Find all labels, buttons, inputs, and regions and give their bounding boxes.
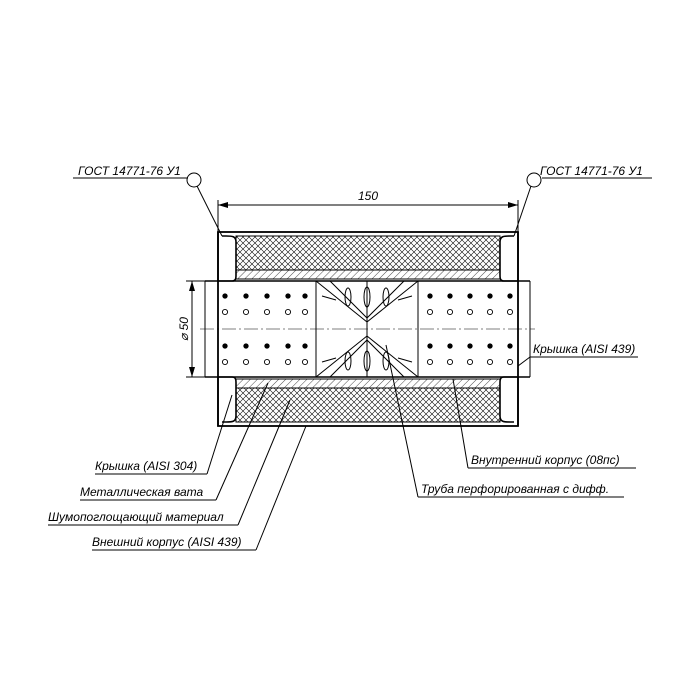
perforation-hole (446, 308, 454, 316)
perforation-holes (221, 293, 514, 366)
perforation-hole (506, 308, 514, 316)
callout-perforated-pipe: Труба перфорированная с дифф. (385, 344, 624, 498)
metal-wool-bottom (235, 378, 501, 389)
callout-perforated-pipe-label: Труба перфорированная с дифф. (421, 482, 609, 496)
perforation-hole (242, 308, 250, 316)
perforation-hole (243, 293, 249, 299)
perforation-hole (446, 358, 454, 366)
dimension-length: 150 (217, 189, 519, 232)
perforation-hole (506, 358, 514, 366)
callout-outer-shell: Внешний корпус (AISI 439) (92, 425, 307, 551)
perforation-hole (486, 358, 494, 366)
perforation-hole (302, 343, 308, 349)
dimension-diameter-label: ⌀ 50 (177, 317, 191, 341)
callout-end-cap-left: Крышка (AISI 304) (95, 394, 233, 475)
standard-right: ГОСТ 14771-76 У1 (540, 164, 643, 178)
perforation-hole (426, 308, 434, 316)
metal-wool-top (235, 269, 501, 280)
dimension-diameter: ⌀ 50 (177, 280, 205, 378)
perforation-hole (301, 308, 309, 316)
dimension-length-label: 150 (358, 189, 378, 203)
perforation-hole (466, 358, 474, 366)
perforation-hole (221, 308, 229, 316)
perforation-hole (427, 293, 433, 299)
callout-end-cap-right: Крышка (AISI 439) (517, 342, 638, 367)
standard-left: ГОСТ 14771-76 У1 (78, 164, 181, 178)
perforation-hole (507, 293, 513, 299)
perforation-hole (427, 343, 433, 349)
perforation-hole (285, 293, 291, 299)
callout-sound-absorbing: Шумопоглощающий материал (48, 399, 291, 526)
perforation-hole (263, 358, 271, 366)
perforation-hole (243, 343, 249, 349)
callout-metal-wool-label: Металлическая вата (80, 485, 204, 499)
perforated-pipe (200, 280, 535, 378)
perforation-hole (426, 358, 434, 366)
perforation-hole (487, 343, 493, 349)
perforation-hole (487, 293, 493, 299)
perforation-hole (285, 343, 291, 349)
perforation-hole (466, 308, 474, 316)
perforation-hole (301, 358, 309, 366)
callout-sound-absorbing-label: Шумопоглощающий материал (48, 510, 224, 524)
sound-absorbing-bottom (235, 387, 501, 423)
callout-end-cap-right-label: Крышка (AISI 439) (533, 342, 635, 356)
perforation-hole (222, 293, 228, 299)
callout-inner-shell-label: Внутренний корпус (08пс) (471, 453, 620, 467)
perforation-hole (264, 343, 270, 349)
sound-absorbing-top (235, 235, 501, 271)
perforation-hole (447, 293, 453, 299)
perforation-hole (264, 293, 270, 299)
perforation-hole (302, 293, 308, 299)
perforation-hole (467, 343, 473, 349)
perforation-hole (467, 293, 473, 299)
perforation-hole (447, 343, 453, 349)
perforation-hole (242, 358, 250, 366)
perforation-hole (284, 308, 292, 316)
perforation-hole (486, 308, 494, 316)
perforation-hole (507, 343, 513, 349)
callout-outer-shell-label: Внешний корпус (AISI 439) (92, 535, 242, 549)
perforation-hole (284, 358, 292, 366)
callout-end-cap-left-label: Крышка (AISI 304) (95, 459, 197, 473)
weld-callout-left: ГОСТ 14771-76 У1 (73, 164, 223, 237)
callout-metal-wool: Металлическая вата (80, 382, 269, 501)
callout-inner-shell: Внутренний корпус (08пс) (452, 378, 636, 469)
perforation-hole (221, 358, 229, 366)
perforation-hole (263, 308, 271, 316)
perforation-hole (222, 343, 228, 349)
weld-callout-right: ГОСТ 14771-76 У1 (513, 164, 652, 237)
